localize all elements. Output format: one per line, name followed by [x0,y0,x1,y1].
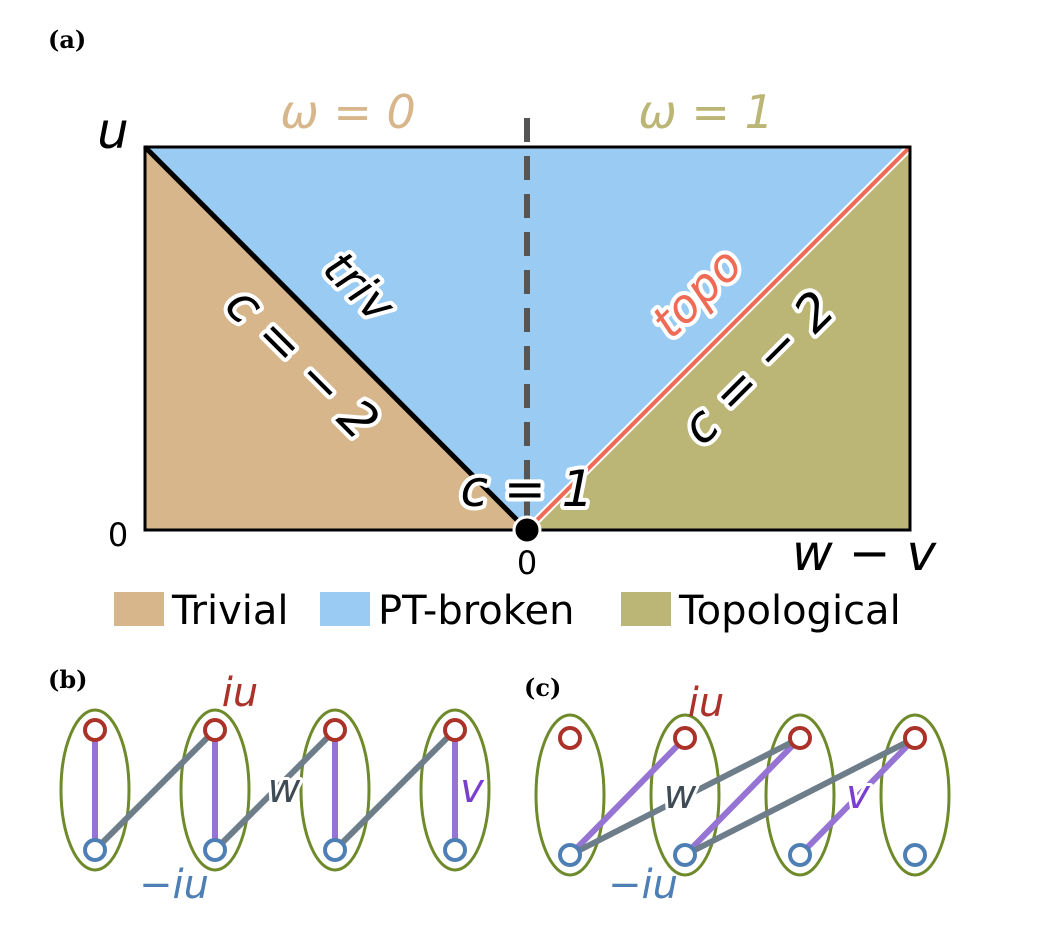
loss-site [83,838,107,862]
intercell-bond-v [797,735,918,858]
gain-site [673,726,697,750]
y-origin-tick: 0 [108,516,128,554]
w-hopping-label: w [268,766,301,812]
loss-site [443,838,467,862]
unit-cell [59,708,131,872]
gain-site [443,718,467,742]
legend-swatch-topological [621,592,671,626]
lattice-c: iu −iu w v [534,680,951,908]
gain-site [558,726,582,750]
origin-point [512,515,542,545]
legend-swatch-trivial [114,592,164,626]
loss-site [558,843,582,867]
unit-cell [649,713,721,877]
w-hopping-label: w [664,772,697,818]
unit-cell [299,708,371,872]
legend: Trivial PT-broken Topological [114,588,901,634]
topological-boundary-line [525,145,912,532]
unit-cell [879,713,951,877]
y-axis-label: u [97,102,129,160]
gain-site [788,726,812,750]
gain-site [83,718,107,742]
unit-cell [179,708,251,872]
lattice-b: iu −iu w v [59,670,491,908]
panel-label-b: (b) [48,665,88,694]
omega-zero-label: ω = 0 [280,85,416,139]
panel-label-a: (a) [48,25,86,54]
pt-broken-region [145,147,910,530]
phase-diagram: ω = 0 ω = 1 u 0 0 w − v triv topo c = − … [97,85,937,582]
trivial-boundary-line [143,145,529,532]
loss-site [203,838,227,862]
intercell-bond-v [567,735,688,858]
intercell-bond-w [683,735,917,858]
gain-label: iu [688,680,724,726]
loss-site [788,843,812,867]
loss-label: −iu [608,862,678,908]
legend-label-topological: Topological [678,588,901,634]
x-axis-label: w − v [792,524,938,582]
intercell-bond-w [212,727,338,853]
loss-label: −iu [139,862,209,908]
intercell-bond-v [682,735,803,858]
v-hopping-label: v [846,772,871,818]
legend-label-trivial: Trivial [171,588,289,634]
loss-site [323,838,347,862]
unit-cell [534,713,606,877]
x-origin-tick: 0 [517,544,537,582]
loss-site [903,843,927,867]
loss-site [673,843,697,867]
legend-swatch-pt-broken [320,592,370,626]
panel-label-c: (c) [524,673,561,702]
omega-one-label: ω = 1 [638,85,774,139]
gain-site [203,718,227,742]
gain-site [903,726,927,750]
chern-origin-label: c = 1 [461,460,594,518]
legend-label-pt-broken: PT-broken [378,588,574,634]
v-hopping-label: v [460,766,485,812]
unit-cell [764,713,836,877]
gain-label: iu [222,670,258,716]
intercell-bond-w [568,735,802,858]
unit-cell [419,708,491,872]
intercell-bond-w [92,727,218,853]
intercell-bond-w [332,727,458,853]
gain-site [323,718,347,742]
